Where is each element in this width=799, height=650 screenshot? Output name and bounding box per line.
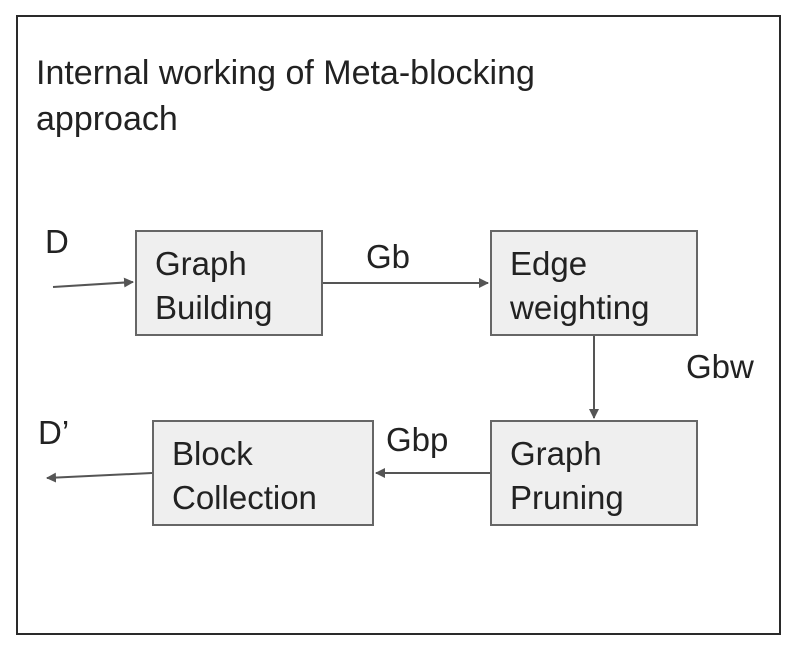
block-collection-box: Block Collection	[152, 420, 374, 526]
output-label: D’	[38, 414, 70, 451]
graph-pruning-label-line2: Pruning	[510, 479, 624, 516]
block-collection-label-line2: Collection	[172, 479, 317, 516]
graph-building-label-line1: Graph	[155, 245, 247, 282]
gb-label: Gb	[366, 238, 411, 275]
gbp-label: Gbp	[386, 421, 449, 458]
edge-weighting-label-line2: weighting	[510, 289, 650, 326]
graph-building-label-line2: Building	[155, 289, 273, 326]
graph-building-box: Graph Building	[135, 230, 323, 336]
gbw-label: Gbw	[686, 348, 754, 385]
input-label: D	[45, 223, 69, 260]
block-collection-label-line1: Block	[172, 435, 253, 472]
output-arrow	[46, 472, 153, 483]
graph-pruning-label-line1: Graph	[510, 435, 602, 472]
edge-weighting-box: Edge weighting	[490, 230, 698, 336]
diagram-title: Internal working of Meta-blocking approa…	[36, 54, 535, 138]
input-arrow	[52, 277, 134, 288]
graph-pruning-box: Graph Pruning	[490, 420, 698, 526]
edge-weighting-label-line1: Edge	[510, 245, 588, 282]
